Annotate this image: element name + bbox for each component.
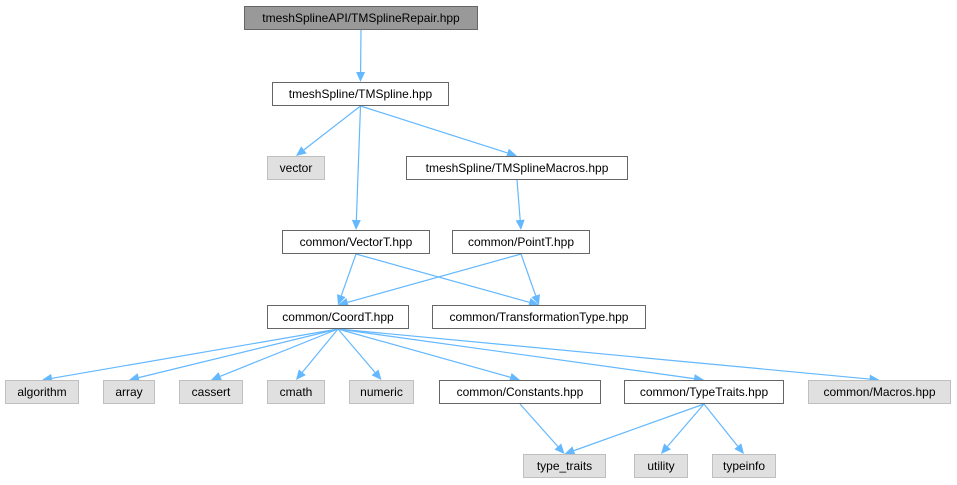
node-type-traits: type_traits: [523, 454, 606, 478]
edge-line: [337, 328, 695, 380]
edge-coordt-to-array: [129, 328, 339, 383]
node-utility: utility: [634, 454, 688, 478]
node-typeinfo: typeinfo: [712, 454, 776, 478]
node-tmspline-hpp[interactable]: tmeshSpline/TMSpline.hpp: [272, 82, 449, 106]
edge-arrowhead: [296, 369, 306, 380]
edge-typetraits-to-typeinfo: [703, 403, 744, 454]
node-array: array: [103, 380, 155, 404]
edge-vectort-to-coordt: [337, 253, 357, 305]
edge-arrowhead: [554, 443, 565, 454]
edge-coordt-to-cassert: [211, 328, 339, 381]
edge-line: [355, 253, 530, 303]
edge-coordt-to-cmacros: [337, 328, 880, 384]
edge-line: [347, 253, 522, 303]
edge-tmspline-to-macros_tm: [360, 105, 517, 158]
edge-arrowhead: [337, 294, 346, 305]
edge-arrowhead: [356, 71, 366, 82]
edge-arrowhead: [515, 219, 525, 230]
edge-coordt-to-numeric: [337, 328, 382, 380]
edge-typetraits-to-utility: [661, 403, 705, 454]
edge-pointt-to-transtype: [520, 253, 540, 305]
edge-coordt-to-typetraits: [337, 328, 704, 384]
edge-arrowhead: [564, 446, 576, 455]
edge-tmspline-to-vectort: [351, 105, 362, 230]
edge-line: [301, 328, 339, 373]
edge-line: [340, 253, 357, 296]
edge-line: [355, 105, 362, 221]
node-coordt-hpp[interactable]: common/CoordT.hpp: [267, 305, 409, 329]
node-transformationtype-hpp[interactable]: common/TransformationType.hpp: [432, 305, 646, 329]
edge-line: [337, 328, 511, 378]
edge-line: [573, 403, 705, 452]
edge-arrowhead: [661, 443, 671, 454]
edge-coordt-to-algorithm: [42, 328, 339, 383]
edge-arrowhead: [506, 148, 517, 158]
node-numeric: numeric: [349, 380, 414, 404]
edge-constants-to-type_traits: [519, 403, 565, 454]
edge-macros_tm-to-pointt: [515, 179, 525, 230]
edge-root-to-tmspline: [356, 29, 366, 82]
edge-arrowhead: [338, 297, 349, 307]
edge-line: [703, 403, 739, 447]
edge-line: [516, 179, 521, 221]
edge-line: [220, 328, 339, 377]
edge-arrowhead: [509, 372, 520, 382]
edge-line: [519, 403, 559, 447]
node-macros-hpp: common/Macros.hpp: [808, 380, 951, 404]
edge-arrowhead: [351, 219, 361, 230]
edge-arrowhead: [371, 369, 382, 380]
node-cmath: cmath: [267, 380, 325, 404]
node-vector: vector: [267, 156, 325, 180]
edge-arrowhead: [211, 372, 222, 381]
edge-line: [520, 253, 537, 296]
edge-arrowhead: [531, 294, 540, 305]
node-tmsplinemacros-hpp[interactable]: tmeshSpline/TMSplineMacros.hpp: [406, 156, 628, 180]
edge-tmspline-to-vector: [296, 105, 361, 156]
edge-coordt-to-constants: [337, 328, 520, 382]
edge-arrowhead: [734, 443, 744, 454]
edge-vectort-to-transtype: [355, 253, 539, 307]
edge-arrowhead: [296, 146, 307, 156]
edge-line: [303, 105, 361, 151]
node-typetraits-hpp[interactable]: common/TypeTraits.hpp: [624, 380, 784, 404]
node-tmsplinerepair-hpp[interactable]: tmeshSplineAPI/TMSplineRepair.hpp: [244, 6, 478, 30]
node-pointt-hpp[interactable]: common/PointT.hpp: [452, 230, 590, 254]
edge-arrowhead: [129, 373, 140, 383]
edge-coordt-to-cmath: [296, 328, 339, 380]
node-constants-hpp[interactable]: common/Constants.hpp: [439, 380, 601, 404]
edge-arrowhead: [528, 297, 539, 307]
node-algorithm: algorithm: [5, 380, 79, 404]
edge-line: [337, 328, 870, 380]
edge-line: [360, 105, 508, 154]
node-vectort-hpp[interactable]: common/VectorT.hpp: [282, 230, 430, 254]
edge-line: [667, 403, 705, 447]
node-cassert: cassert: [179, 380, 243, 404]
edge-pointt-to-coordt: [338, 253, 522, 307]
edge-line: [337, 328, 376, 373]
edge-typetraits-to-type_traits: [564, 403, 705, 455]
edge-line: [138, 328, 339, 379]
edge-line: [51, 328, 339, 379]
